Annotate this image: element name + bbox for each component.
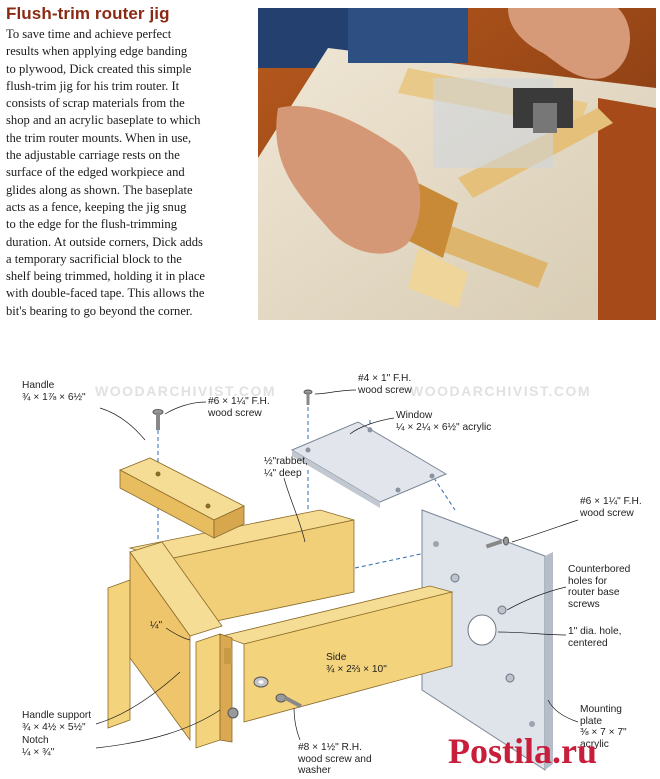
exploded-view-drawing bbox=[95, 389, 579, 771]
body-line: flush-trim jig for his trim router. It bbox=[6, 78, 180, 93]
body-line: the adjustable carriage rests on the bbox=[6, 148, 180, 163]
body-line: to the edge for the flush-trimming bbox=[6, 217, 178, 232]
label-quarter-inch: ¼" bbox=[150, 620, 163, 631]
label-mounting-plate: Mounting plate ⅜ × 7 × 7" acrylic bbox=[580, 704, 627, 750]
window-acrylic bbox=[290, 421, 448, 503]
screw-hole bbox=[529, 721, 535, 727]
jig-photo bbox=[258, 8, 656, 320]
body-line: consists of scrap materials from the bbox=[6, 96, 185, 111]
screw-6-handle bbox=[152, 409, 164, 430]
label-handle: Handle ¾ × 1⅞ × 6½" bbox=[22, 380, 86, 403]
handle-end bbox=[213, 505, 245, 539]
article-title: Flush-trim router jig bbox=[6, 4, 170, 23]
screw-6-plate bbox=[485, 536, 509, 549]
label-screw-8: #8 × 1½" R.H. wood screw and washer bbox=[298, 742, 372, 776]
body-line: acts as a fence, keeping the jig snug bbox=[6, 199, 187, 214]
label-rabbet: ½"rabbet, ¼" deep bbox=[264, 456, 308, 479]
label-handle-support: Handle support ¾ × 4½ × 5½" bbox=[22, 710, 92, 733]
photo-of-hands-using-router-jig-icon bbox=[258, 8, 656, 320]
label-counterbored-holes: Counterbored holes for router base screw… bbox=[568, 564, 631, 610]
leader-lines bbox=[95, 389, 579, 749]
label-window: Window ¼ × 2¼ × 6½" acrylic bbox=[396, 410, 492, 433]
body-line: shop and an acrylic baseplate to which bbox=[6, 113, 201, 128]
mounting-plate-edge bbox=[545, 552, 553, 770]
screw-hole bbox=[433, 541, 439, 547]
notch-post bbox=[195, 633, 221, 749]
body-line: bit's bearing to go beyond the corner. bbox=[6, 303, 193, 318]
postila-logo: Postila.ru bbox=[448, 731, 597, 771]
center-hole bbox=[467, 614, 497, 646]
label-center-hole: 1" dia. hole, centered bbox=[568, 626, 622, 649]
counterbored-hole bbox=[505, 673, 515, 683]
body-line: duration. At outside corners, Dick adds bbox=[6, 234, 203, 249]
front-side-face bbox=[243, 591, 453, 723]
body-line: the trim router mounts. When in use, bbox=[6, 130, 192, 145]
body-line: results when applying edge banding bbox=[6, 44, 188, 59]
counterbored-hole bbox=[497, 605, 507, 615]
body-line: to plywood, Dick created this simple bbox=[6, 61, 192, 76]
watermark-left: WOODARCHIVIST.COM bbox=[95, 383, 277, 399]
exploded-diagram: WOODARCHIVIST.COM WOODARCHIVIST.COM bbox=[0, 330, 660, 779]
body-line: glides along as shown. The baseplate bbox=[6, 182, 193, 197]
body-line: with double-faced tape. This allows the bbox=[6, 286, 205, 301]
label-screw-6-plate: #6 × 1¼" F.H. wood screw bbox=[580, 496, 642, 519]
watermark-right: WOODARCHIVIST.COM bbox=[410, 383, 592, 399]
body-line: shelf being trimmed, holding it in place bbox=[6, 269, 206, 284]
body-line: To save time and achieve perfect bbox=[6, 27, 172, 41]
handle-support-block bbox=[107, 579, 131, 729]
counterbored-hole bbox=[450, 573, 460, 583]
washer bbox=[253, 676, 302, 708]
label-screw-4: #4 × 1" F.H. wood screw bbox=[358, 373, 412, 396]
window-acrylic-edge bbox=[292, 450, 380, 508]
label-notch: Notch ¼ × ¾" bbox=[22, 735, 55, 758]
label-side: Side ¾ × 2⅔ × 10" bbox=[326, 652, 387, 675]
handle-support-face bbox=[129, 550, 191, 742]
body-line: surface of the edged workpiece and bbox=[6, 165, 185, 180]
screw-4 bbox=[303, 389, 313, 405]
body-line: a temporary sacrificial block to the bbox=[6, 251, 182, 266]
article-body: To save time and achieve perfect results… bbox=[6, 26, 256, 320]
label-screw-6-handle: #6 × 1¼" F.H. wood screw bbox=[208, 396, 270, 419]
